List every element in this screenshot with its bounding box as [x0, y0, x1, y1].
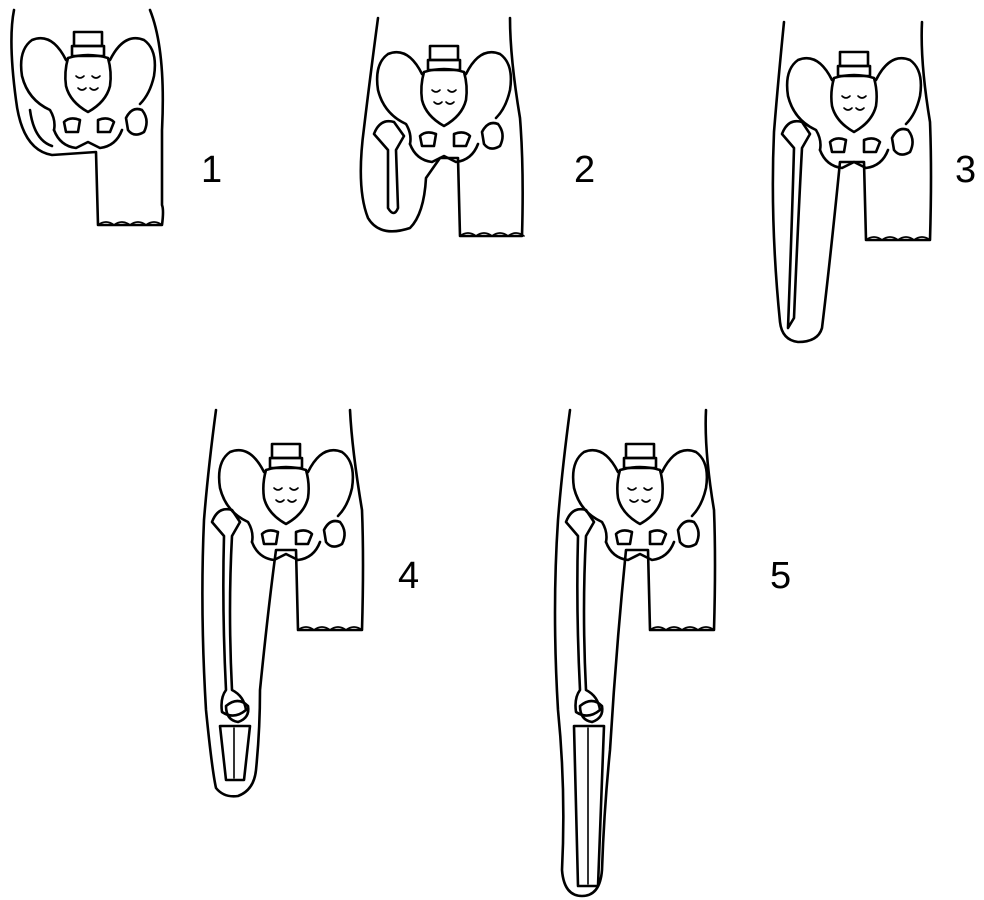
panel-3-label: 3	[955, 149, 976, 191]
panel-4-label: 4	[398, 555, 419, 597]
panel-5-label: 5	[770, 555, 791, 597]
panel-1-label: 1	[201, 149, 222, 191]
panel-4-figure	[202, 410, 363, 796]
panel-5-figure	[555, 410, 715, 896]
panel-2-figure	[361, 18, 524, 236]
panel-1-figure	[11, 10, 163, 225]
panel-2-label: 2	[574, 149, 595, 191]
panel-3-figure	[773, 22, 931, 342]
